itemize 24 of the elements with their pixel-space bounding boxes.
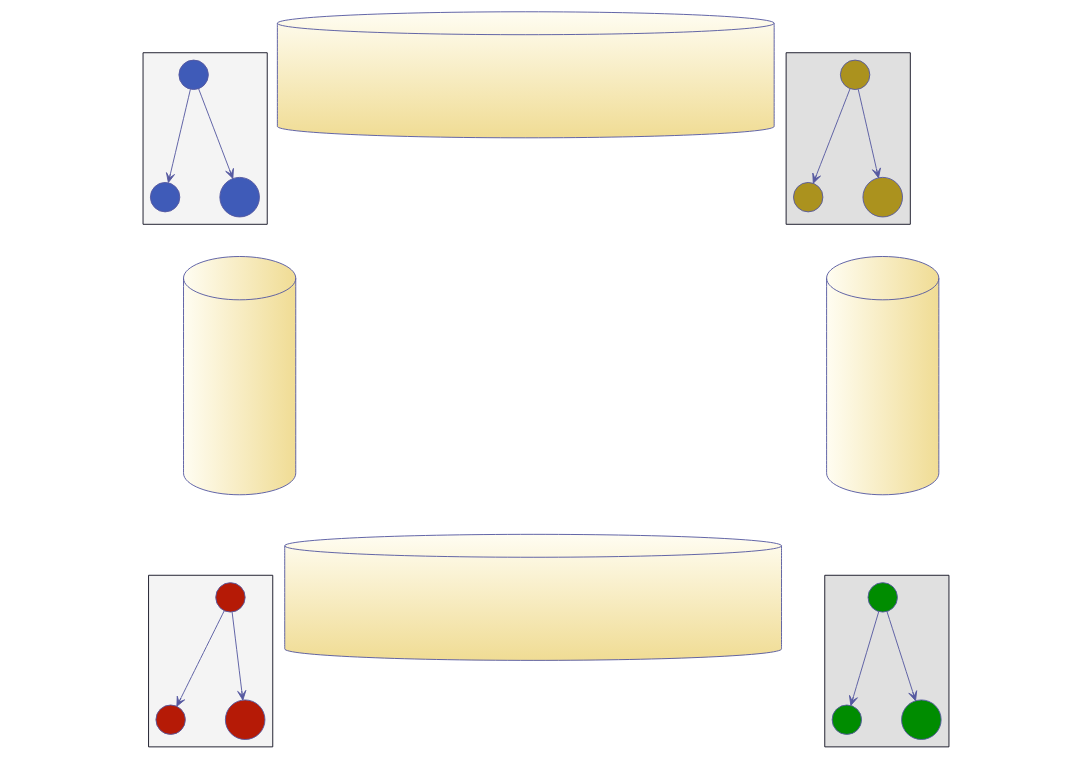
node-circle	[214, 582, 246, 613]
arrow	[165, 88, 191, 183]
node-circle	[867, 582, 898, 613]
arrow	[175, 610, 225, 707]
node-circle	[154, 704, 186, 735]
arrow	[231, 611, 246, 701]
cluster	[785, 52, 911, 225]
node-circle	[862, 176, 903, 218]
node-circle	[792, 182, 823, 213]
node-circle	[149, 182, 180, 213]
node-circle	[218, 176, 260, 218]
node-circle	[177, 59, 209, 90]
arrow	[197, 88, 234, 179]
node-circle	[831, 704, 862, 735]
cluster	[142, 52, 268, 225]
arrow	[811, 88, 850, 184]
arrow	[848, 611, 879, 706]
arrow	[857, 88, 881, 179]
node-circle	[224, 699, 265, 740]
cluster	[823, 574, 949, 748]
node-circle	[839, 59, 870, 90]
node-circle	[900, 699, 942, 740]
arrow	[886, 611, 917, 702]
cluster	[147, 574, 273, 748]
